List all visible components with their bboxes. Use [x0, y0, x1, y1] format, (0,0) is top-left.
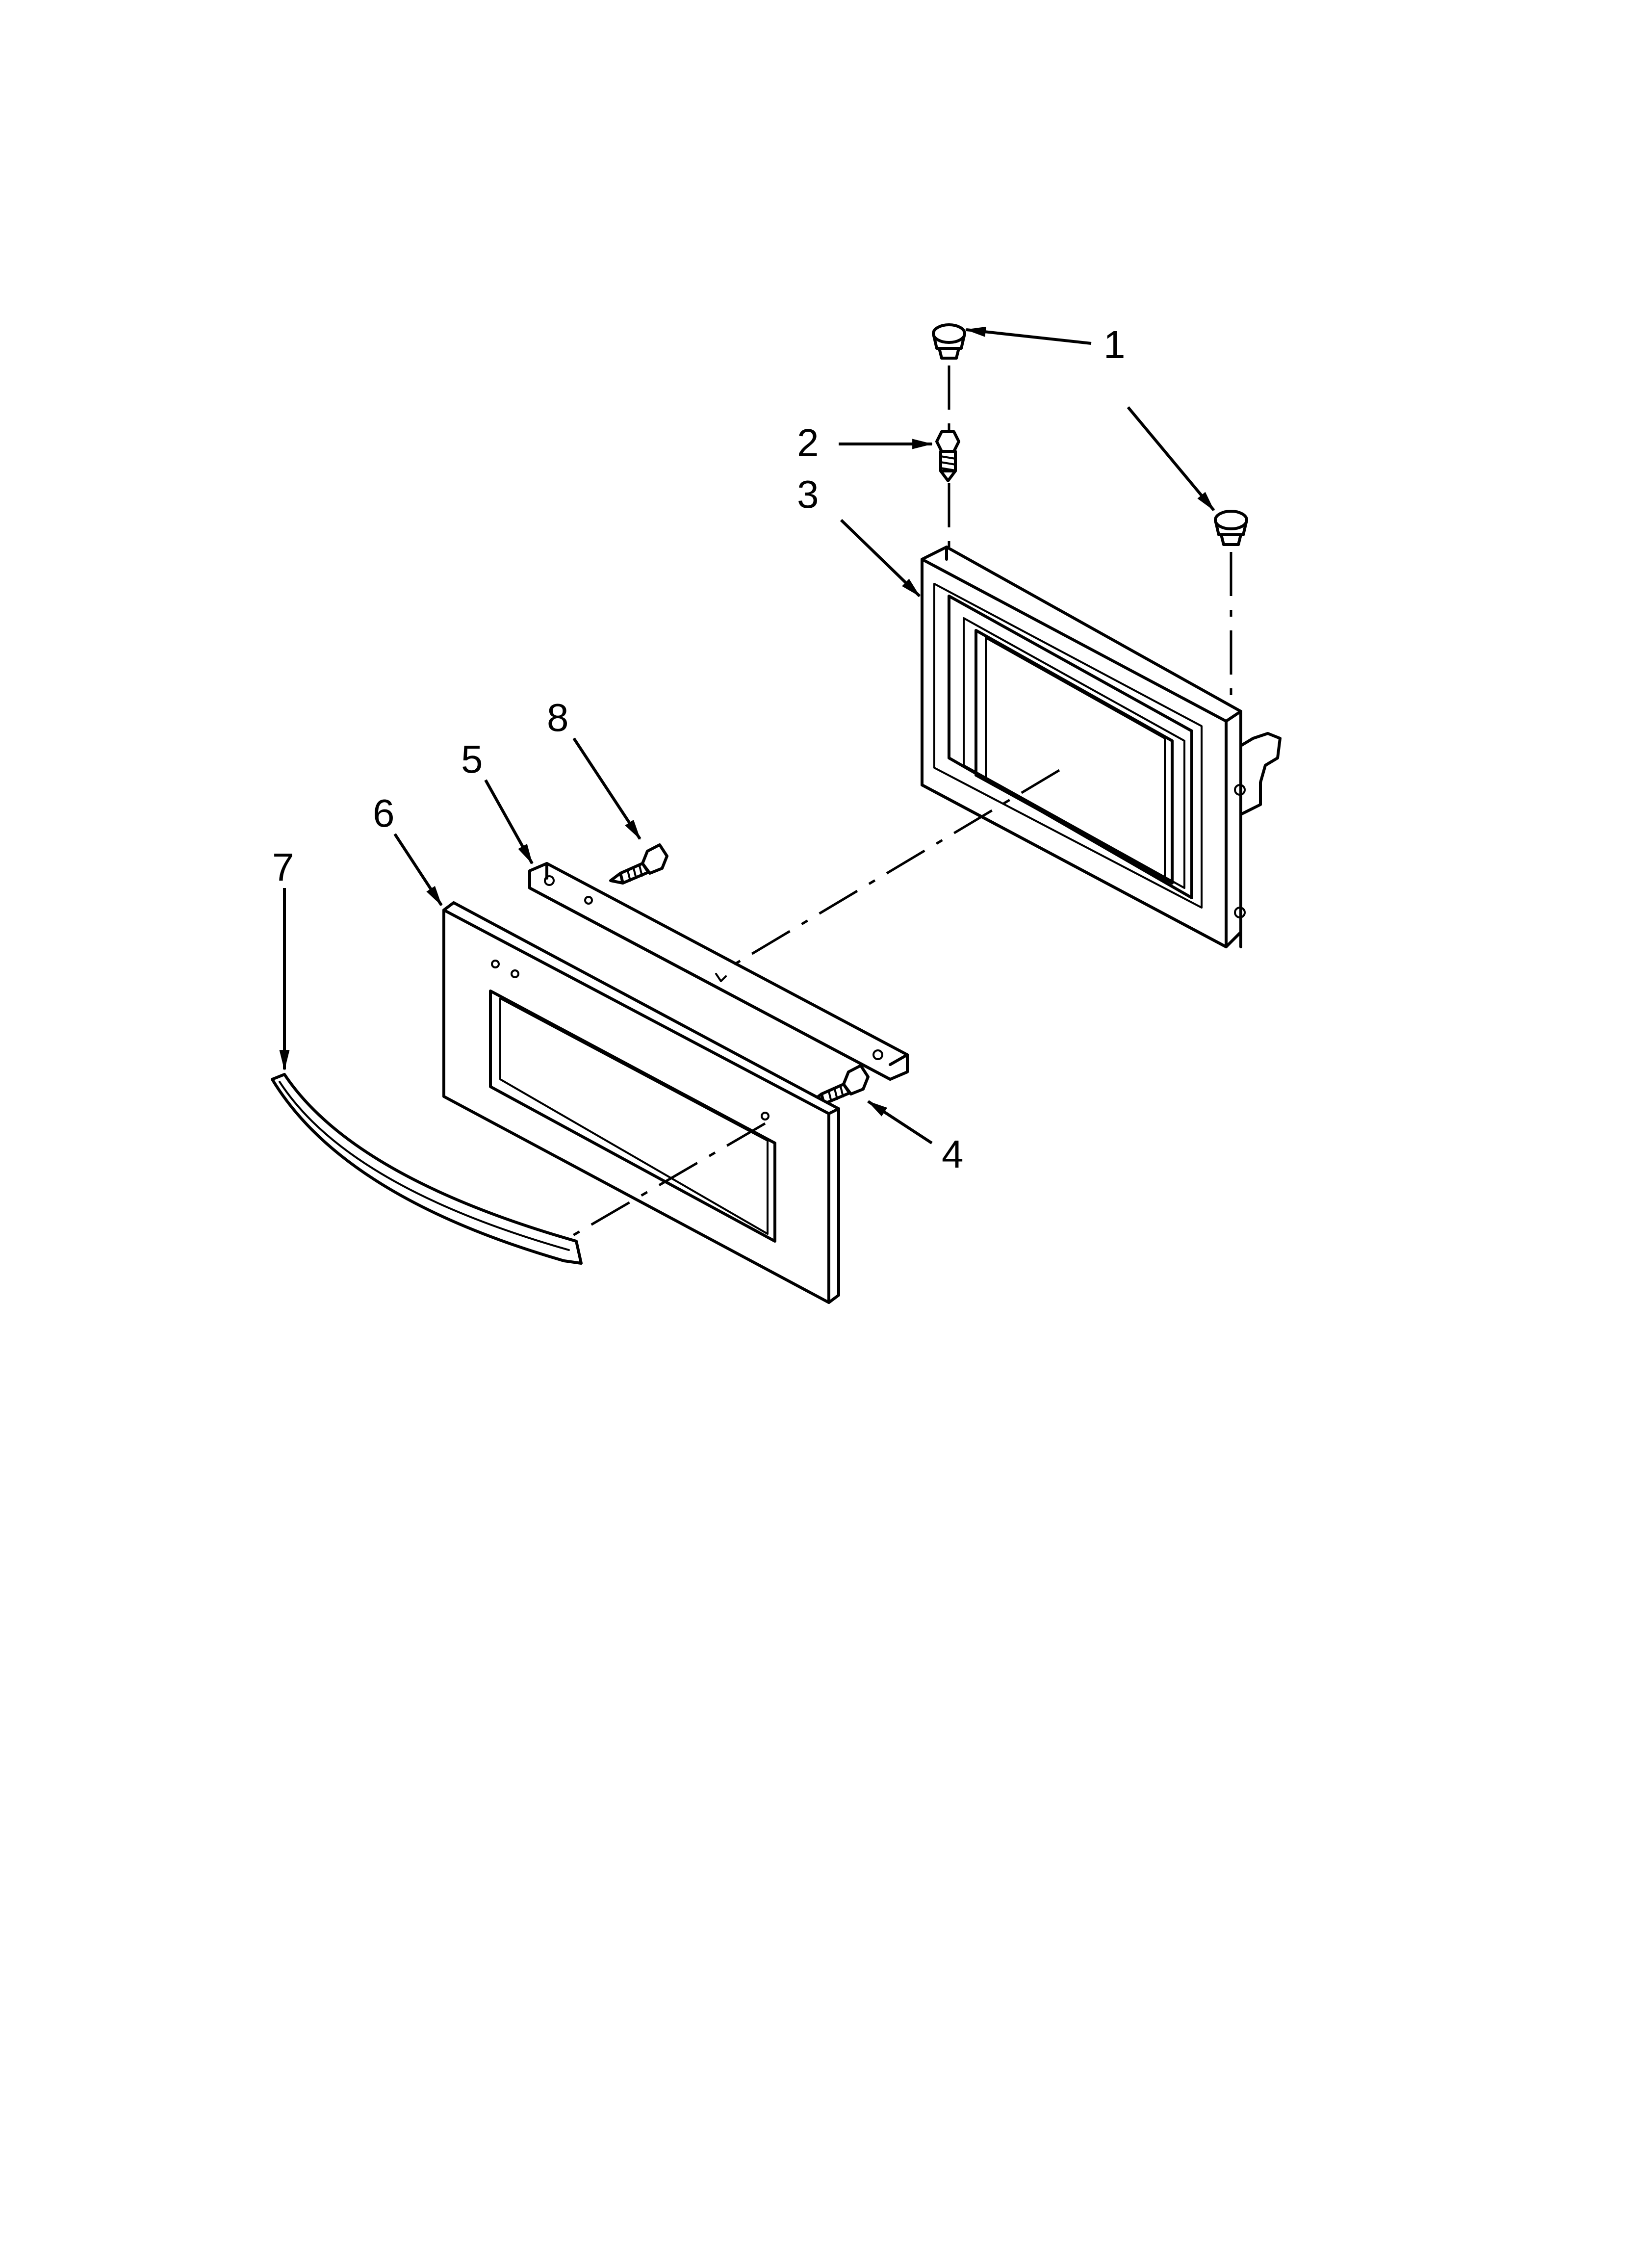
callout-4: 4 — [942, 1132, 964, 1176]
callout-7: 7 — [272, 845, 294, 889]
screw-top — [935, 430, 960, 482]
door-handle — [271, 1073, 583, 1265]
hinge-strip — [528, 862, 909, 1081]
screw-upper — [609, 843, 668, 885]
callout-2: 2 — [797, 421, 819, 465]
inner-door-frame — [921, 546, 1282, 948]
plug-right — [1214, 510, 1248, 546]
plug-left — [932, 323, 966, 360]
callout-5: 5 — [461, 737, 483, 781]
callout-3: 3 — [797, 472, 819, 516]
callout-8: 8 — [547, 696, 569, 739]
callout-6: 6 — [373, 791, 395, 835]
outer-door-panel — [442, 901, 840, 1304]
callout-1: 1 — [1103, 323, 1126, 366]
assembly-lines — [570, 365, 1232, 1238]
leader-lines — [279, 326, 1215, 1145]
